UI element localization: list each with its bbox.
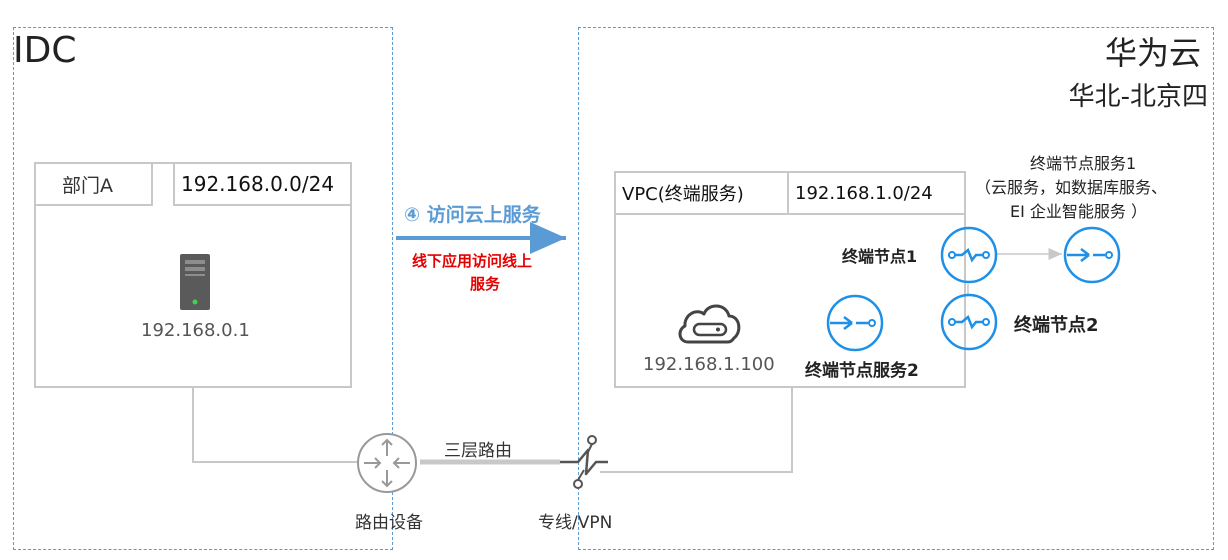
server-ip: 192.168.0.1 xyxy=(141,320,250,341)
endpoint-service1-desc-line1: （云服务，如数据库服务、 xyxy=(975,178,1168,197)
idc-to-router-line xyxy=(192,387,358,463)
backend-ip: 192.168.1.100 xyxy=(643,354,775,375)
idc-title: IDC xyxy=(13,30,77,71)
idc-zone xyxy=(13,27,393,550)
endpoint-service1-desc-line2: EI 企业智能服务 ） xyxy=(1010,202,1148,221)
flow-desc-line2: 服务 xyxy=(470,275,501,293)
vpc-cidr: 192.168.1.0/24 xyxy=(787,171,966,215)
cloud-server-icon xyxy=(678,304,741,344)
endpoint2-label: 终端节点2 xyxy=(1014,315,1099,336)
vpn-link-icon xyxy=(560,435,608,489)
endpoint-service2-label: 终端节点服务2 xyxy=(805,361,919,381)
endpoint1-icon xyxy=(940,226,998,284)
flow-desc-line1: 线下应用访问线上 xyxy=(412,252,533,270)
cloud-region: 华北-北京四 xyxy=(1068,82,1208,112)
cloud-title: 华为云 xyxy=(1104,34,1201,72)
endpoint-service2-icon xyxy=(826,294,884,352)
endpoint2-icon xyxy=(940,293,998,351)
department-cidr: 192.168.0.0/24 xyxy=(173,162,352,206)
endpoint-service1-title: 终端节点服务1 xyxy=(1030,154,1137,173)
layer3-route-label: 三层路由 xyxy=(444,441,512,461)
flow-step-label: ④ 访问云上服务 xyxy=(404,204,541,226)
department-label: 部门A xyxy=(34,162,153,206)
router-label: 路由设备 xyxy=(355,513,423,533)
endpoint1-label: 终端节点1 xyxy=(842,247,918,266)
vpn-to-vpc-line xyxy=(600,387,793,473)
cloud-zone xyxy=(578,27,1214,550)
vpn-label: 专线/VPN xyxy=(538,513,613,533)
server-icon xyxy=(180,254,210,310)
vpc-label: VPC(终端服务) xyxy=(614,171,789,215)
router-icon xyxy=(357,433,417,493)
endpoint-service1-icon xyxy=(1063,226,1121,284)
